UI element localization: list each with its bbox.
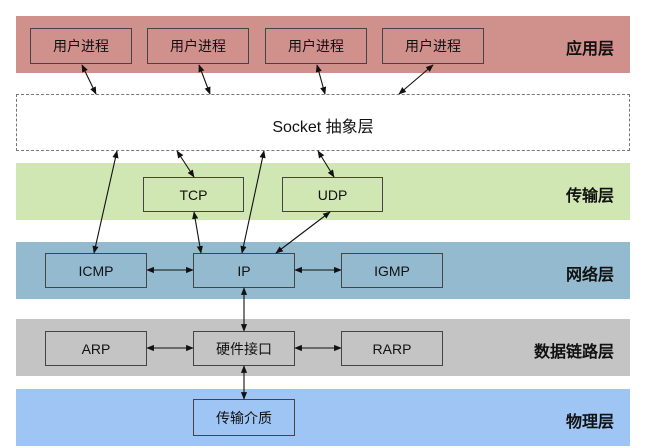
user-process-box-1: 用户进程: [30, 28, 132, 64]
rarp-box: RARP: [341, 331, 443, 366]
user-process-box-2: 用户进程: [147, 28, 249, 64]
arp-box: ARP: [45, 331, 147, 366]
user-process-label: 用户进程: [405, 38, 461, 54]
physical-layer: 传输介质 物理层: [16, 389, 630, 446]
hardware-interface-label: 硬件接口: [216, 340, 272, 357]
socket-layer: Socket 抽象层: [16, 94, 630, 151]
physical-layer-name: 物理层: [565, 414, 614, 431]
udp-box: UDP: [282, 177, 383, 212]
user-process-label: 用户进程: [170, 38, 226, 54]
network-layer-name: 网络层: [565, 267, 614, 284]
transmission-medium-box: 传输介质: [193, 399, 295, 436]
socket-layer-name: Socket 抽象层: [272, 119, 374, 136]
hardware-interface-box: 硬件接口: [193, 331, 295, 366]
application-layer-name: 应用层: [565, 41, 614, 58]
icmp-box: ICMP: [45, 253, 147, 288]
transport-layer: TCP UDP 传输层: [16, 163, 630, 220]
ip-box: IP: [193, 253, 295, 288]
igmp-label: IGMP: [374, 262, 410, 279]
application-layer: 用户进程 用户进程 用户进程 用户进程 应用层: [16, 16, 630, 73]
datalink-layer: ARP 硬件接口 RARP 数据链路层: [16, 319, 630, 376]
ip-label: IP: [237, 262, 251, 279]
arp-label: ARP: [81, 340, 111, 357]
user-process-label: 用户进程: [288, 38, 344, 54]
user-process-label: 用户进程: [53, 38, 109, 54]
udp-label: UDP: [317, 186, 348, 203]
tcp-box: TCP: [143, 177, 244, 212]
tcp-label: TCP: [179, 186, 208, 203]
user-process-box-3: 用户进程: [265, 28, 367, 64]
transport-layer-name: 传输层: [565, 188, 614, 205]
igmp-box: IGMP: [341, 253, 443, 288]
transmission-medium-label: 传输介质: [216, 409, 272, 426]
icmp-label: ICMP: [78, 262, 114, 279]
network-layer: ICMP IP IGMP 网络层: [16, 242, 630, 299]
user-process-box-4: 用户进程: [382, 28, 484, 64]
datalink-layer-name: 数据链路层: [533, 344, 614, 361]
rarp-label: RARP: [372, 340, 412, 357]
